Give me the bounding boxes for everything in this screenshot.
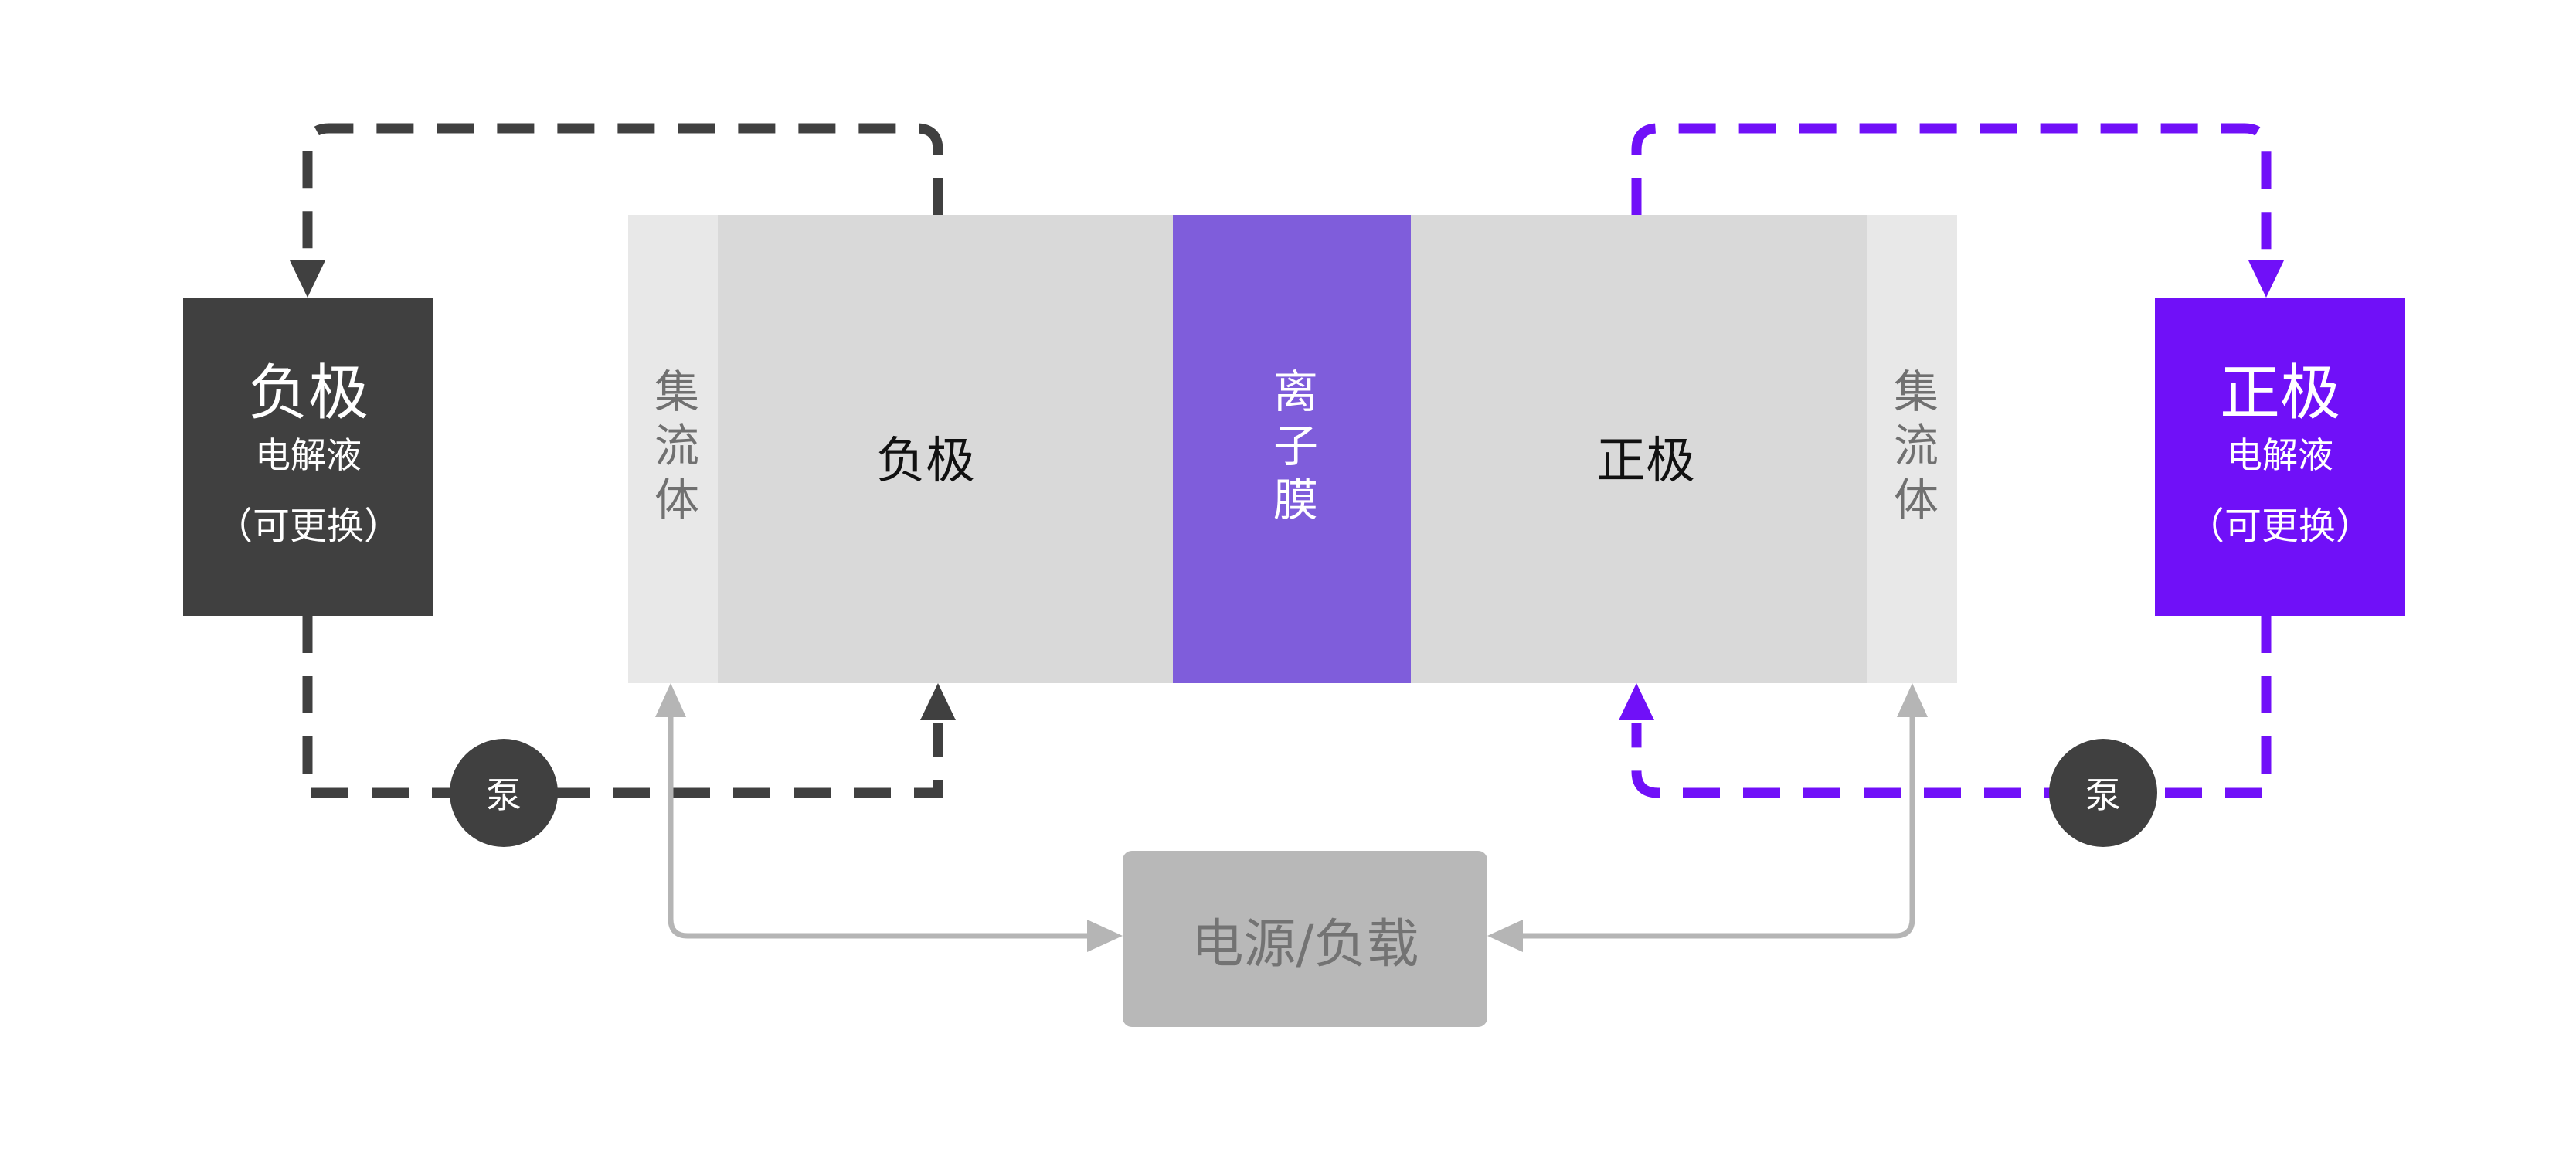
negative-tank-title: 负极: [247, 359, 369, 429]
negative-electrolyte-tank: 负极 电解液 （可更换）: [183, 298, 433, 616]
wire-right-power-arrow: [1487, 920, 1523, 952]
negative-electrode-label: 负极: [876, 433, 975, 490]
positive-electrolyte-tank: 正极 电解液 （可更换）: [2155, 298, 2405, 616]
wire-right-collector-arrow: [1897, 683, 1928, 717]
ion-membrane-label: 离子膜: [1266, 368, 1318, 530]
pump-left: 泵: [450, 739, 558, 847]
wire-left-power-arrow: [1087, 920, 1123, 952]
positive-electrode-label: 正极: [1596, 433, 1695, 490]
current-collector-left-label: 集流体: [647, 368, 699, 530]
ion-membrane: 离子膜: [1173, 215, 1411, 683]
current-collector-left: 集流体: [628, 215, 718, 683]
negative-tank-subtitle: 电解液: [255, 434, 362, 477]
negative-tank-note: （可更换）: [215, 504, 401, 548]
positive-tank-subtitle: 电解液: [2227, 434, 2333, 477]
negative-bottom-pipe: [302, 616, 943, 798]
positive-tank-title: 正极: [2219, 359, 2340, 429]
wire-right: [1521, 717, 1915, 939]
wire-left: [668, 717, 1089, 939]
negative-electrode-inlet-arrow: [920, 683, 956, 720]
power-load-box: 电源/负载: [1123, 851, 1487, 1027]
wire-left-collector-arrow: [655, 683, 686, 717]
current-collector-right-label: 集流体: [1886, 368, 1939, 530]
positive-bottom-pipe: [1631, 616, 2272, 798]
positive-tank-inlet-arrow: [2248, 260, 2284, 298]
positive-top-pipe: [1631, 123, 2272, 264]
positive-electrode-inlet-arrow: [1619, 683, 1654, 720]
positive-tank-note: （可更换）: [2187, 504, 2373, 548]
negative-top-pipe: [302, 123, 943, 264]
pump-right: 泵: [2049, 739, 2157, 847]
current-collector-right: 集流体: [1867, 215, 1957, 683]
negative-tank-inlet-arrow: [290, 260, 325, 298]
